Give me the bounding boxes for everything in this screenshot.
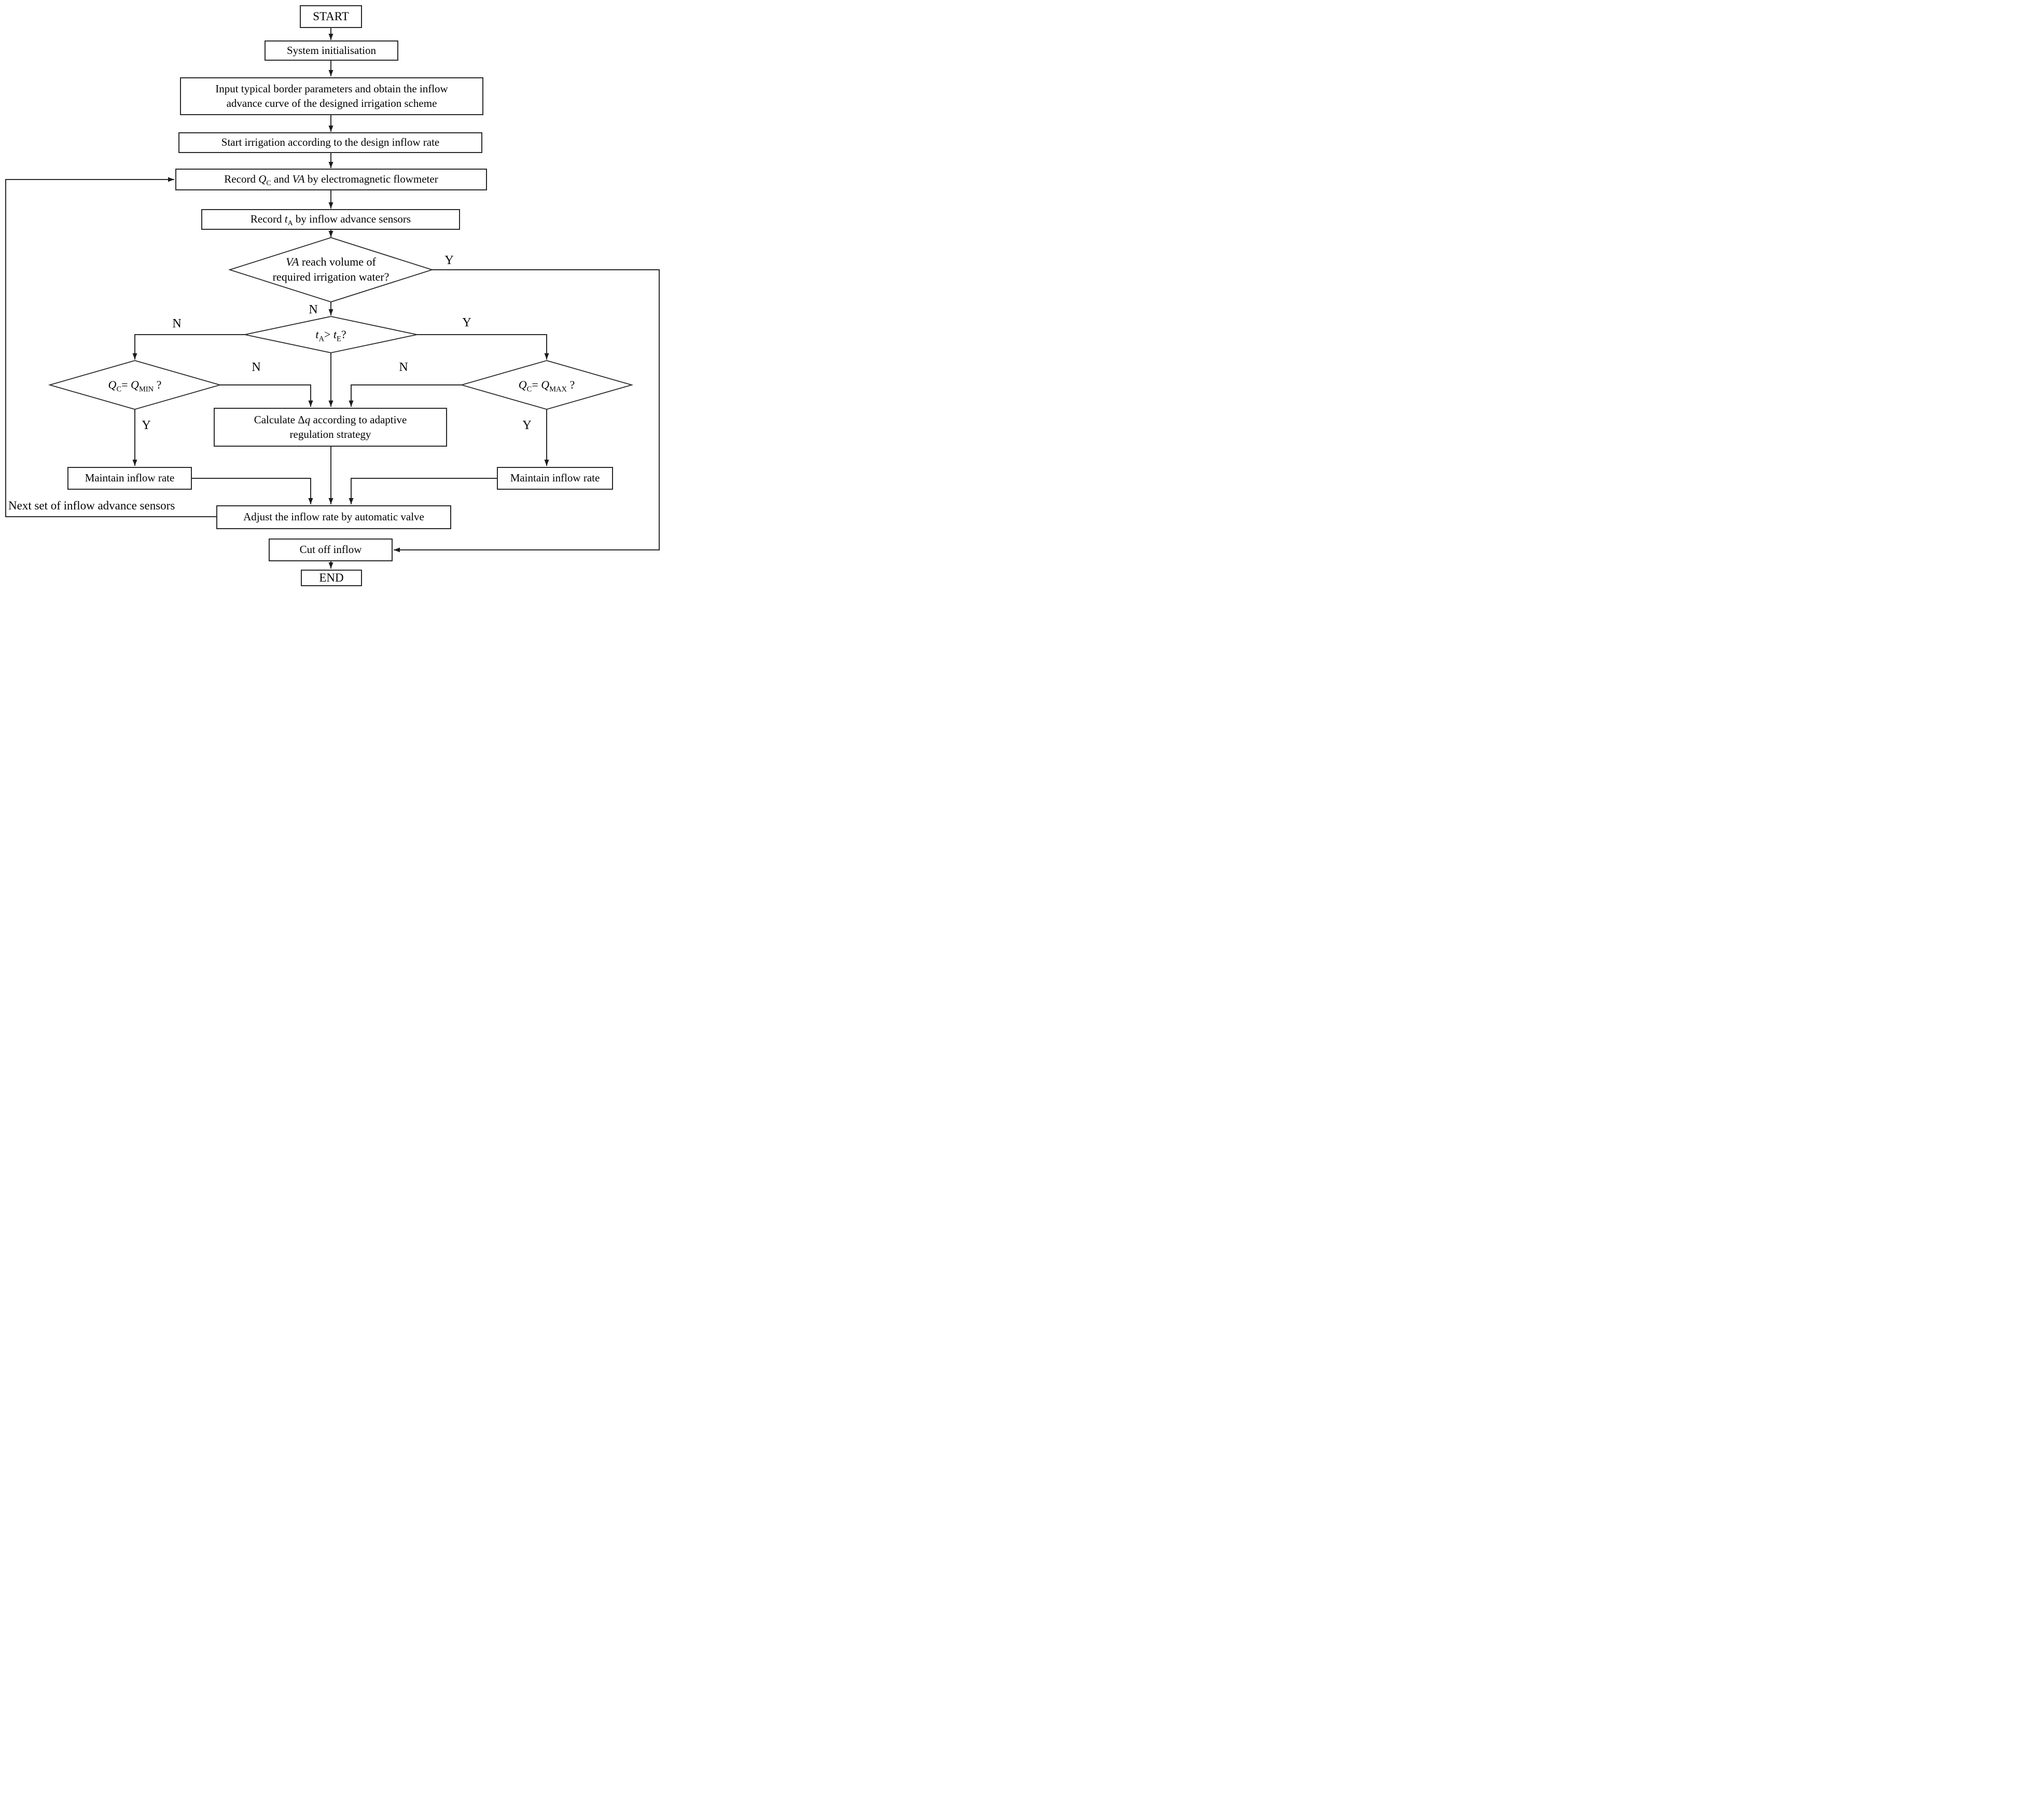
node-cutoff-inflow: Cut off inflow [269,538,393,561]
label-time-yes: Y [462,316,471,329]
label-volume-yes: Y [444,254,454,267]
node-input-parameters: Input typical border parameters and obta… [180,77,483,115]
edge-qmin-no-to-calculate [220,384,313,407]
flowchart-connectors [5,28,660,569]
edge-maintainright-to-adjust [349,478,497,504]
edge-time-yes-to-qmax [417,334,549,360]
node-record-flowmeter: Record QC and VA by electromagnetic flow… [175,169,487,190]
label-qmax-yes: Y [522,419,532,432]
decision-qmin-label: QC= QMIN ? [108,378,162,394]
node-adjust-inflow: Adjust the inflow rate by automatic valv… [216,505,451,529]
label-qmax-no: N [399,361,408,374]
label-volume-no: N [309,303,318,316]
node-record-advance-sensors: Record tA by inflow advance sensors [201,209,460,230]
edge-qmax-no-to-calculate [349,384,462,407]
edge-feedback-to-record1 [5,177,216,517]
edge-time-no-to-qmin [132,334,245,360]
node-system-initialisation: System initialisation [265,40,398,61]
edge-maintainleft-to-adjust [192,478,313,504]
label-qmin-no: N [252,361,261,374]
decision-qmax-label: QC= QMAX ? [518,378,575,394]
node-start: START [300,5,362,28]
label-time-no: N [172,317,182,330]
node-maintain-inflow-left: Maintain inflow rate [67,467,192,490]
decision-advance-time-label: tA> tE? [315,327,346,343]
flowchart-canvas: START System initialisation Input typica… [0,0,664,588]
node-end: END [301,570,362,586]
edge-volume-yes-to-cutoff [394,269,660,553]
label-next-sensors: Next set of inflow advance sensors [8,499,175,512]
node-maintain-inflow-right: Maintain inflow rate [497,467,613,490]
label-qmin-yes: Y [142,419,151,432]
node-start-irrigation: Start irrigation according to the design… [178,132,482,153]
